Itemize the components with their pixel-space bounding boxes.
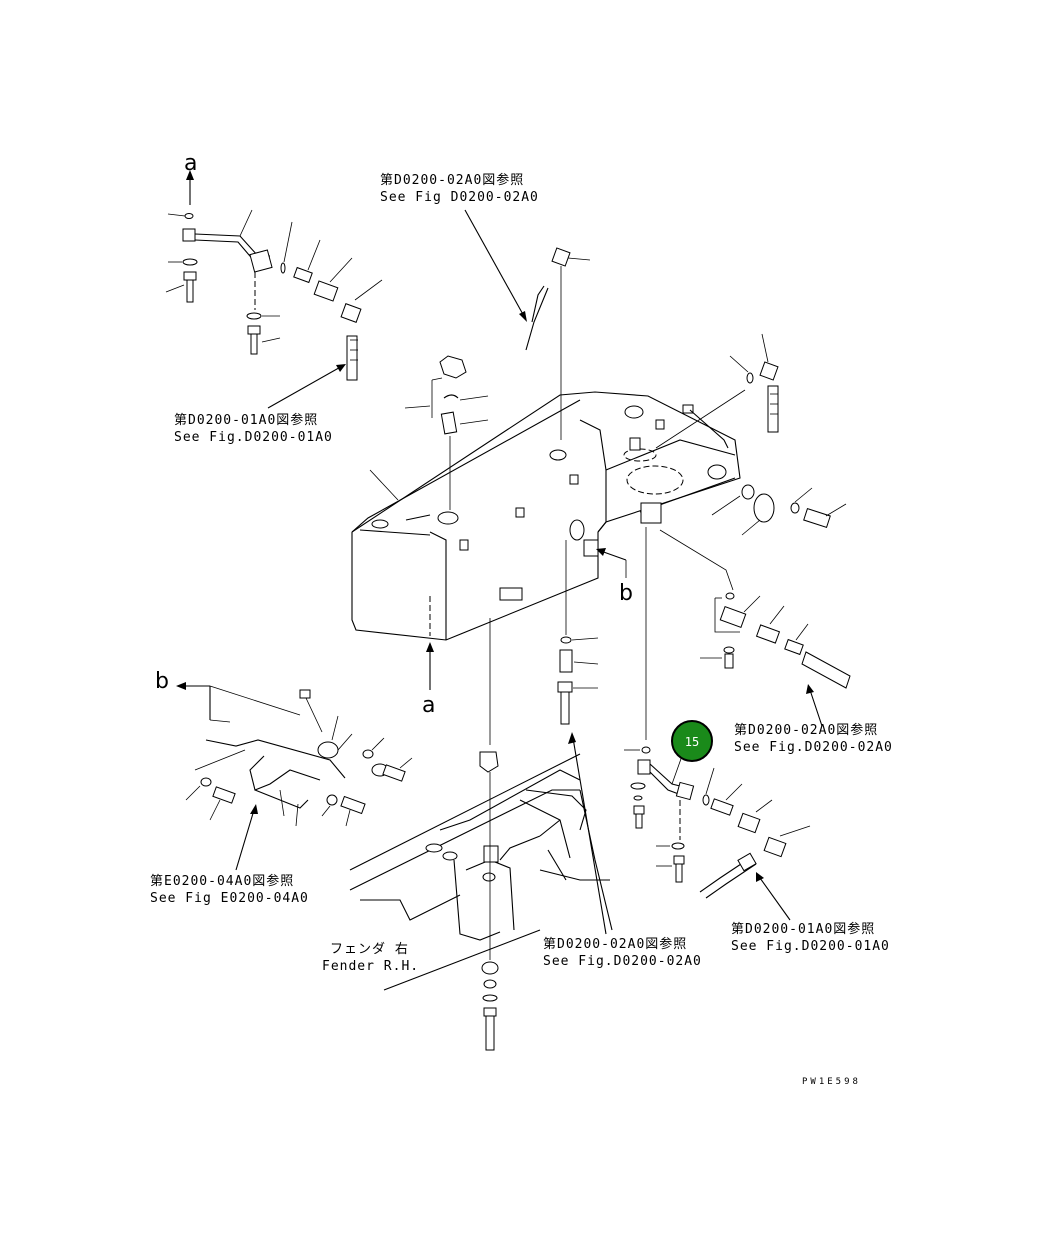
part-callout-15[interactable]: 15 bbox=[671, 720, 713, 762]
leader-arrow bbox=[759, 877, 791, 921]
ref-left-lower-jp: 第E0200-04A0図参照 bbox=[150, 873, 294, 889]
fender-structure bbox=[349, 751, 613, 1051]
ref-top-left-en: See Fig.D0200-01A0 bbox=[174, 430, 333, 445]
right-lower-fittings bbox=[624, 746, 811, 899]
fender-label-en: Fender R.H. bbox=[322, 959, 419, 974]
top-left-pipe-assembly bbox=[165, 170, 383, 381]
ref-bottom-right-jp: 第D0200-01A0図参照 bbox=[731, 921, 875, 937]
ref-bottom-center-en: See Fig.D0200-02A0 bbox=[543, 954, 702, 969]
clip-parts bbox=[404, 355, 489, 510]
ref-top-center-en: See Fig D0200-02A0 bbox=[380, 190, 539, 205]
leader-line bbox=[369, 469, 399, 501]
ref-right-mid-en: See Fig.D0200-02A0 bbox=[734, 740, 893, 755]
view-mark-b-left: b bbox=[155, 669, 169, 694]
left-wiring-assembly bbox=[185, 685, 413, 827]
view-mark-b-right: b bbox=[619, 581, 633, 606]
right-mid-valve-assembly bbox=[659, 529, 851, 689]
leader-arrow bbox=[809, 689, 823, 727]
leader-arrow bbox=[235, 809, 255, 871]
top-center-tube bbox=[464, 209, 591, 440]
drawing-code: PW1E598 bbox=[802, 1077, 861, 1087]
fender-label-jp: フェンダ 右 bbox=[330, 942, 409, 957]
view-arrow-b bbox=[596, 548, 627, 578]
view-mark-a-top: a bbox=[184, 151, 197, 176]
callout-number: 15 bbox=[685, 735, 699, 749]
ref-right-mid-jp: 第D0200-02A0図参照 bbox=[734, 722, 878, 738]
view-arrow-a bbox=[426, 642, 434, 690]
leader-arrow bbox=[267, 364, 345, 409]
ref-bottom-center-jp: 第D0200-02A0図参照 bbox=[543, 936, 687, 952]
ref-bottom-right-en: See Fig.D0200-01A0 bbox=[731, 939, 890, 954]
fuel-tank bbox=[351, 391, 741, 641]
ref-top-center-jp: 第D0200-02A0図参照 bbox=[380, 172, 524, 188]
ref-left-lower-en: See Fig E0200-04A0 bbox=[150, 891, 309, 906]
ref-top-left-jp: 第D0200-01A0図参照 bbox=[174, 412, 318, 428]
leader-arrow bbox=[572, 737, 607, 935]
center-drop-parts bbox=[489, 527, 647, 745]
leader-line bbox=[655, 389, 746, 449]
right-top-fittings bbox=[711, 333, 847, 536]
view-mark-a-bottom: a bbox=[422, 693, 435, 718]
view-arrow-b-left bbox=[176, 682, 210, 690]
